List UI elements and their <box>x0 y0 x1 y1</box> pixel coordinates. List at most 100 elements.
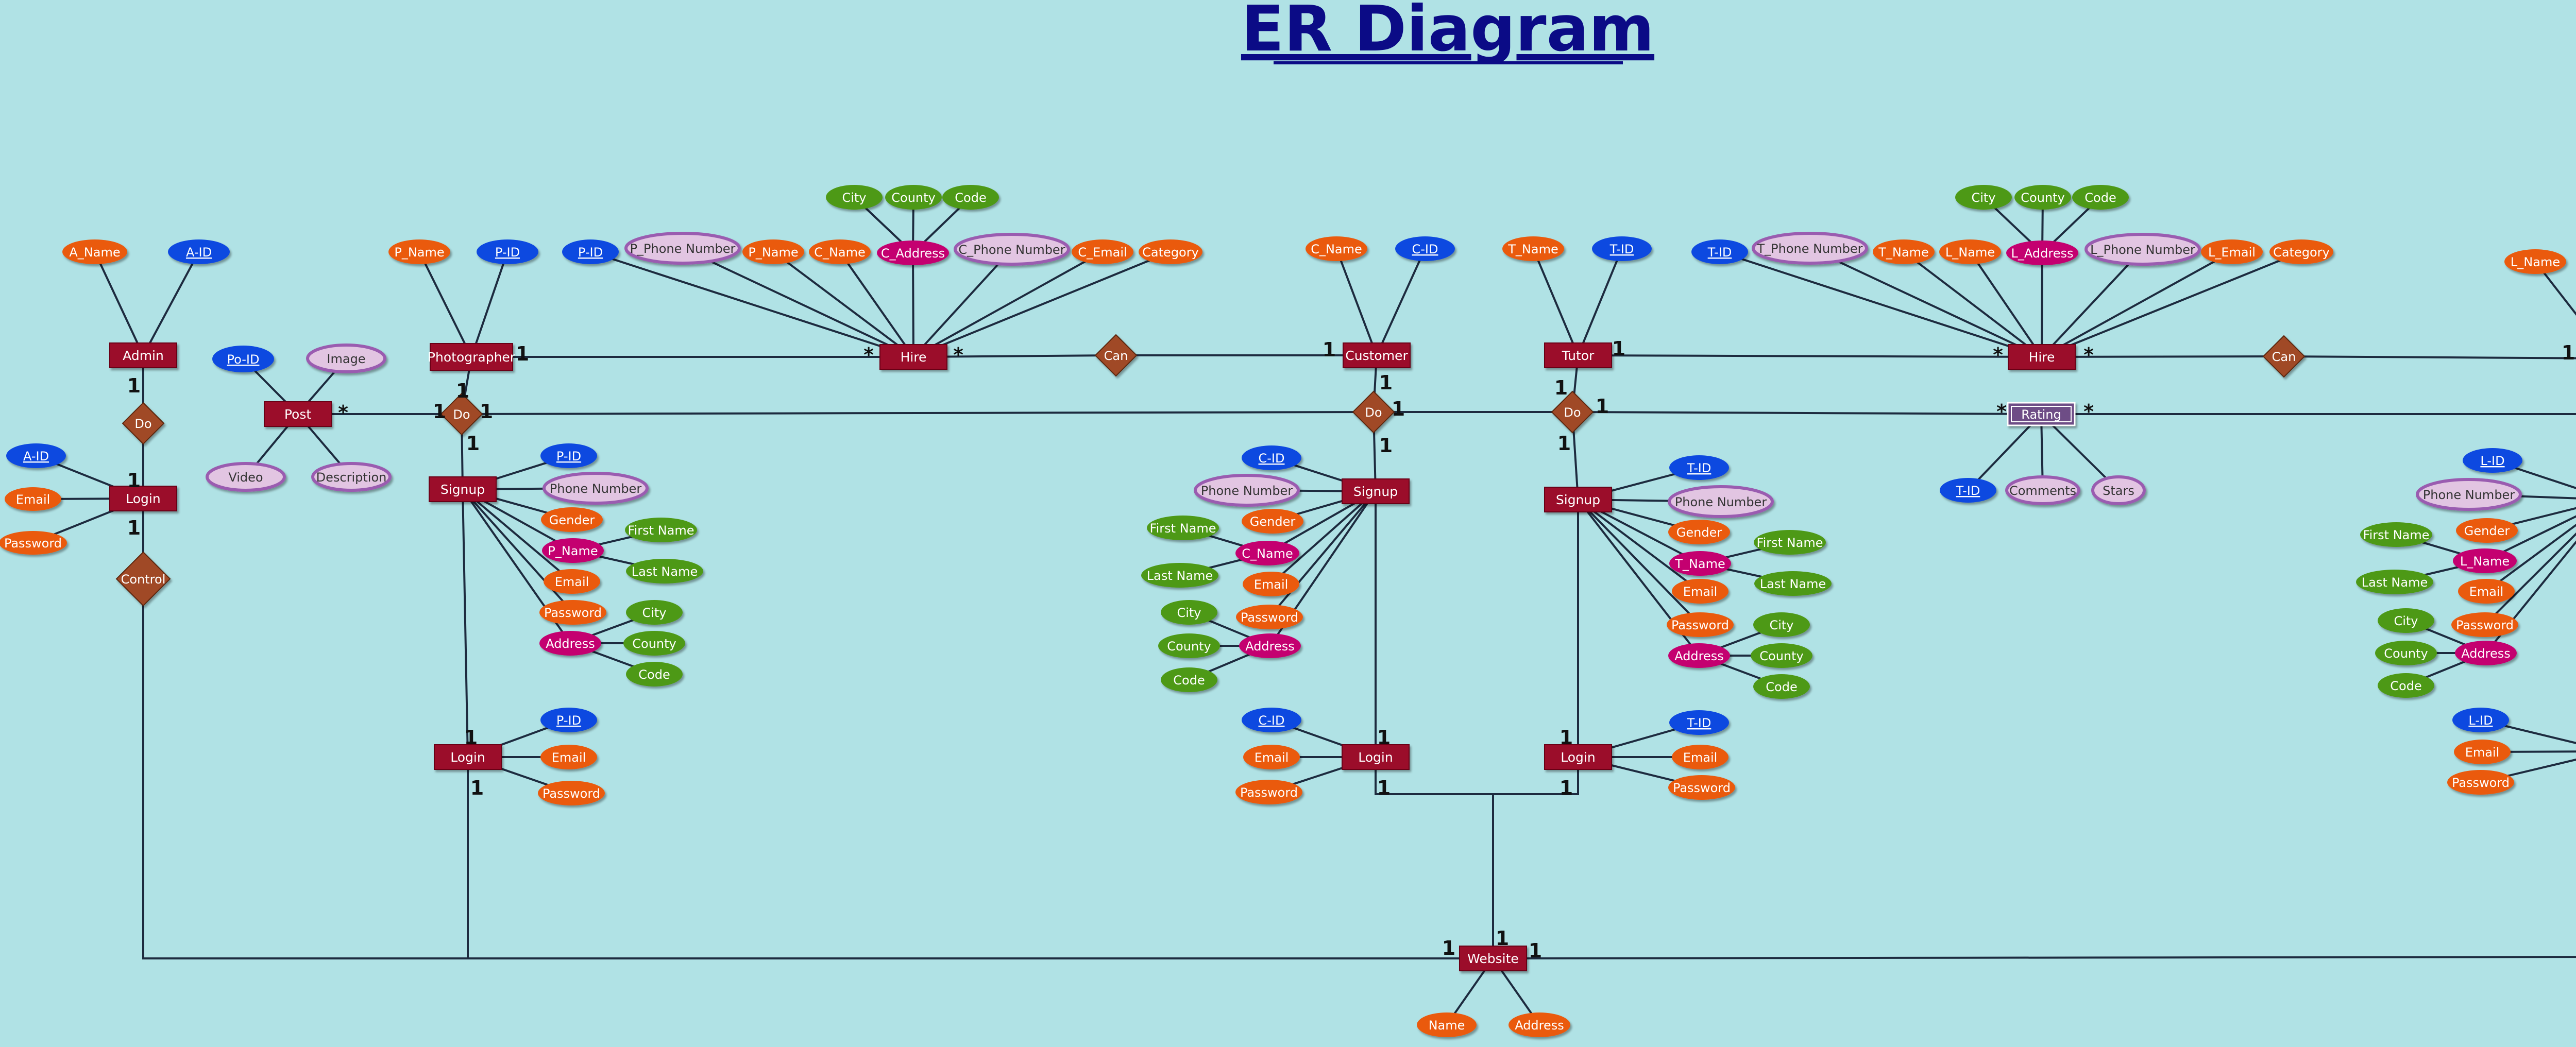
relationship-diamond <box>2262 335 2306 378</box>
shape-label: C_Name <box>1242 546 1293 561</box>
h1-cphone-attribute: C_Phone Number <box>954 233 1070 266</box>
shape-label: Signup <box>440 482 485 497</box>
shape-label: Address <box>546 637 595 651</box>
cardinality-many: * <box>338 401 348 424</box>
shape-label: City <box>2394 614 2418 628</box>
r-tid-attribute: T-ID <box>1940 478 1996 503</box>
attribute-ellipse <box>1668 775 1735 800</box>
ph-signup-entity: Signup <box>429 476 497 502</box>
cardinality-one: 1 <box>1529 939 1542 962</box>
shape-label: Gender <box>1250 514 1296 529</box>
c-id-attribute: C-ID <box>1395 236 1455 261</box>
connector-ph-signup-to-ps-email <box>462 488 573 582</box>
cs-county-attribute: County <box>1158 633 1220 658</box>
shape-label: Email <box>552 750 586 765</box>
cardinality-one: 1 <box>1323 338 1336 361</box>
shape-label: L_Address <box>2011 246 2074 261</box>
entity-box <box>1544 487 1612 512</box>
h1-cemail-attribute: C_Email <box>1072 239 1133 264</box>
cs-phone-attribute: Phone Number <box>1194 474 1300 507</box>
hire2-entity: Hire <box>2008 344 2076 370</box>
shape-label: Password <box>1241 610 1298 625</box>
attribute-ellipse <box>1306 236 1367 261</box>
ls-lid-attribute: L-ID <box>2463 448 2522 473</box>
ts-tname-attribute: T_Name <box>1669 551 1731 576</box>
attribute-ellipse <box>1751 643 1812 668</box>
attribute-ellipse <box>1669 455 1729 480</box>
ts-gender-attribute: Gender <box>1668 520 1730 544</box>
entity-box <box>109 486 177 511</box>
attribute-ellipse <box>1502 236 1564 261</box>
ls-password-attribute: Password <box>2451 612 2518 637</box>
entity-box <box>264 401 332 427</box>
shape-label: Website <box>1467 951 1519 966</box>
ll-password-attribute: Password <box>2447 770 2514 795</box>
customer-login-to-website-line <box>1375 757 1494 958</box>
h2-code-attribute: Code <box>2072 185 2129 210</box>
ts-first-attribute: First Name <box>1754 530 1826 555</box>
pl-email-attribute: Email <box>540 745 597 769</box>
shape-label: A-ID <box>186 245 212 260</box>
shape-label: T-ID <box>1609 242 1634 256</box>
h2-lname-attribute: L_Name <box>1939 239 2001 264</box>
shape-label: City <box>1769 618 1793 632</box>
connector-t-signup-to-ts-password <box>1577 499 1701 626</box>
shape-label: T_Name <box>1878 245 1928 260</box>
website-entity: Website <box>1459 946 1527 971</box>
shape-label: Comments <box>2009 484 2076 498</box>
shape-label: Phone Number <box>550 482 642 496</box>
r-comments-attribute: Comments <box>2005 475 2080 505</box>
shape-label: Stars <box>2103 484 2134 498</box>
cs-email-attribute: Email <box>1243 572 1299 596</box>
attribute-ellipse <box>624 232 741 265</box>
cardinality-one: 1 <box>1560 726 1573 749</box>
attribute-ellipse <box>2452 708 2509 732</box>
cardinality-one: 1 <box>1442 937 1455 959</box>
shape-label: Category <box>2273 245 2330 260</box>
shape-label: Do <box>1365 405 1382 420</box>
do-relation-line <box>365 411 2576 415</box>
shape-label: Customer <box>1345 348 1408 363</box>
shape-label: Can <box>2272 350 2296 364</box>
connector-t-signup-to-ts-email <box>1577 499 1701 592</box>
al-email-attribute: Email <box>5 487 61 511</box>
po-image-attribute: Image <box>306 344 386 373</box>
shape-label: Login <box>1561 750 1595 765</box>
attribute-ellipse <box>1940 478 1996 503</box>
ls-last-attribute: Last Name <box>2356 570 2433 594</box>
shape-label: Gender <box>2464 524 2510 538</box>
connector-hire1-to-h1-category <box>913 251 1171 358</box>
shape-label: L_Name <box>1945 245 1995 260</box>
entity-box <box>1544 744 1612 770</box>
connector-rating-to-r-tid <box>1967 413 2042 491</box>
attribute-ellipse <box>2014 185 2071 210</box>
shape-label: T-ID <box>1707 245 1732 260</box>
attribute-ellipse <box>1939 239 2001 264</box>
ps-county-attribute: County <box>623 631 685 656</box>
l-name-attribute: L_Name <box>2504 249 2566 274</box>
ts-code-attribute: Code <box>1753 674 1810 699</box>
w-name-attribute: Name <box>1417 1012 1477 1037</box>
learner-login-to-website-line <box>1493 956 2576 959</box>
cs-first-attribute: First Name <box>1147 516 1219 540</box>
tl-email-attribute: Email <box>1672 745 1728 769</box>
attribute-ellipse <box>1194 474 1300 507</box>
ls-lname-attribute: L_Name <box>2453 548 2517 573</box>
t-login-entity: Login <box>1544 744 1612 770</box>
h1-city-attribute: City <box>826 185 883 210</box>
attribute-ellipse <box>1753 612 1810 637</box>
ps-gender-attribute: Gender <box>541 507 603 532</box>
shape-label: Code <box>2084 191 2116 205</box>
shape-label: Phone Number <box>2423 488 2515 502</box>
cardinality-one: 1 <box>1557 432 1571 455</box>
shape-label: Control <box>121 572 166 587</box>
cs-gender-attribute: Gender <box>1242 509 1303 534</box>
cardinality-one: 1 <box>1560 777 1573 799</box>
w-address-attribute: Address <box>1509 1012 1570 1037</box>
ps-phone-attribute: Phone Number <box>543 472 649 505</box>
connector-hire1-to-h1-cname <box>839 251 914 358</box>
shape-label: County <box>2021 191 2064 205</box>
control-to-website-line <box>142 579 1493 959</box>
cardinality-one: 1 <box>1377 726 1391 749</box>
